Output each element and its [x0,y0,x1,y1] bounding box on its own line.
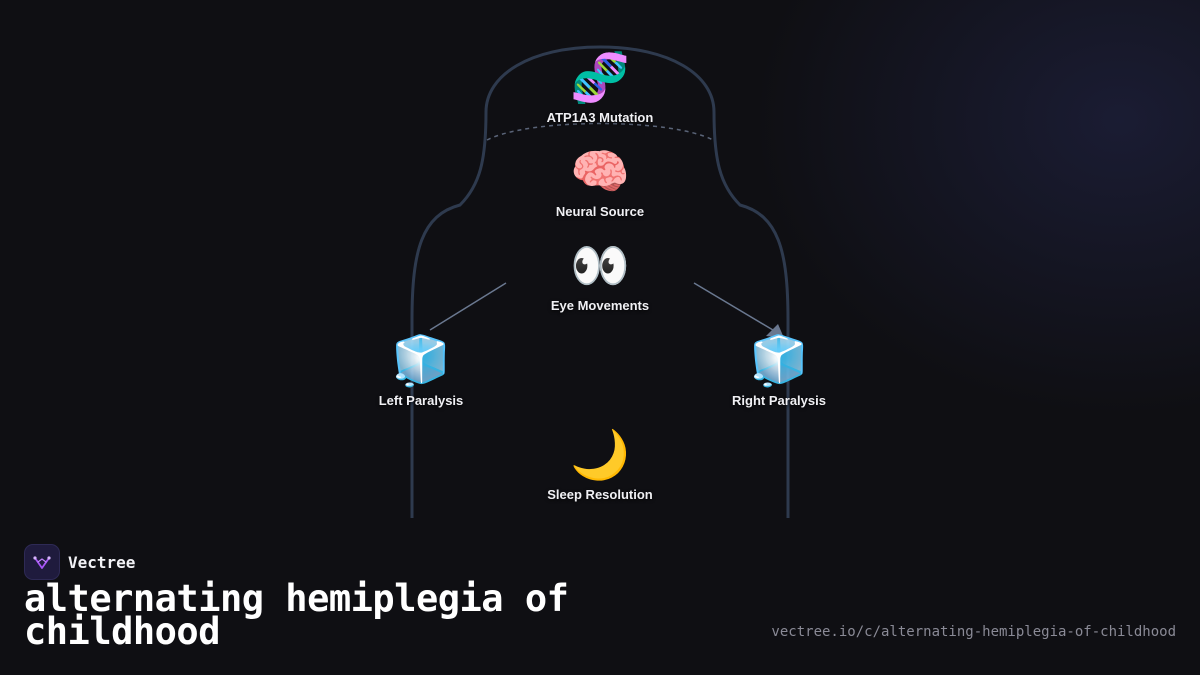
node-label: Left Paralysis [378,393,464,408]
node-label: Eye Movements [550,298,650,313]
vectree-logo-mark [33,556,51,569]
crescent-moon-icon: 🌙 [570,427,630,483]
node-label: ATP1A3 Mutation [546,110,654,125]
brand-name: Vectree [68,552,136,572]
connector-right-arrowhead [766,324,784,338]
eyes-icon: 👀 [570,238,630,294]
node-atp1a3-mutation: 🧬 ATP1A3 Mutation [520,50,680,125]
dashed-arc [486,122,714,141]
node-label: Sleep Resolution [547,487,653,502]
dna-icon: 🧬 [570,50,630,106]
page-title: alternating hemiplegia of childhood [24,577,569,653]
brand: Vectree [24,544,135,580]
ice-cube-icon: 🧊 [391,333,451,389]
node-right-paralysis: 🧊 Right Paralysis [699,333,859,408]
page-url[interactable]: vectree.io/c/alternating-hemiplegia-of-c… [771,624,1176,640]
node-label: Right Paralysis [732,393,826,408]
node-eye-movements: 👀 Eye Movements [520,238,680,313]
ice-cube-icon: 🧊 [749,333,809,389]
connector-right [693,282,779,334]
node-neural-source: 🧠 Neural Source [520,144,680,219]
silhouette-outline [410,45,790,518]
brain-icon: 🧠 [570,144,630,200]
node-sleep-resolution: 🌙 Sleep Resolution [520,427,680,502]
node-label: Neural Source [555,204,645,219]
node-left-paralysis: 🧊 Left Paralysis [341,333,501,408]
connector-left [429,282,507,331]
vectree-logo-icon [24,544,60,580]
